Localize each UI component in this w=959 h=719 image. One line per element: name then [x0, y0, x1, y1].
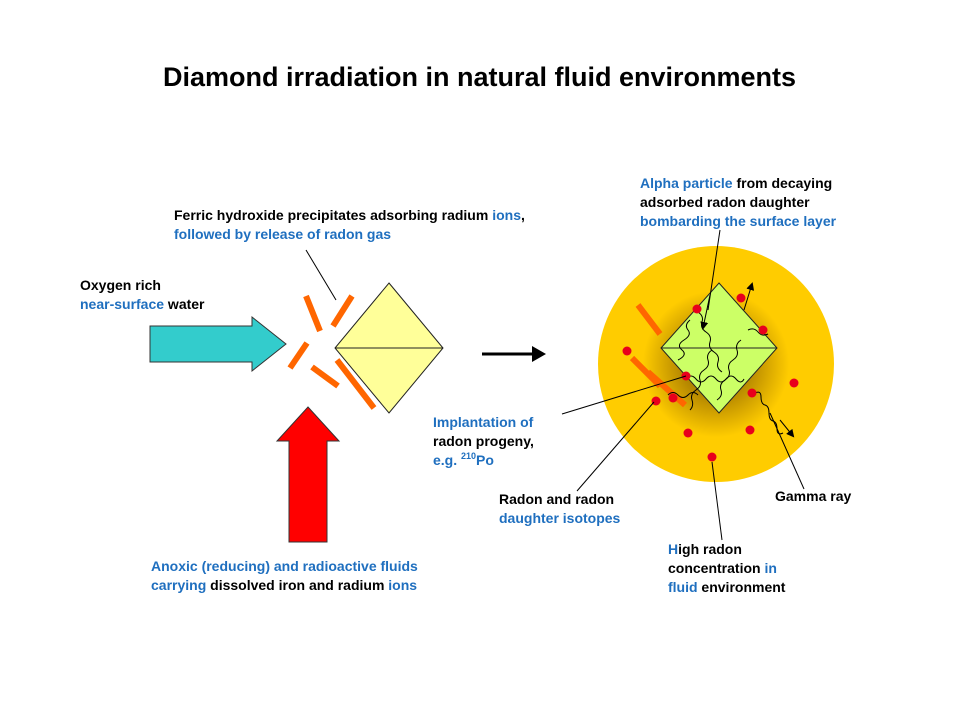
emission-arrows — [700, 282, 795, 438]
alpha-label: Alpha particle from decaying adsorbed ra… — [640, 175, 837, 229]
fluid-arrow — [275, 406, 341, 543]
pointer-lines — [561, 229, 805, 541]
radon-isotopes-label: Radon and radon daughter isotopes — [499, 491, 621, 526]
right-precipitates — [629, 303, 687, 408]
left-precipitates — [287, 294, 377, 410]
ferric-label: Ferric hydroxide precipitates adsorbing … — [174, 207, 525, 242]
right-diamond-crystal — [660, 282, 778, 414]
ferric-pointer-line — [305, 249, 337, 301]
left-diamond-crystal — [334, 282, 444, 414]
high-radon-label: High radon concentration in fluid enviro… — [668, 541, 786, 595]
implantation-label: Implantation of radon progeny, e.g. 210P… — [433, 414, 534, 468]
transition-arrow-head — [532, 346, 546, 362]
gamma-label: Gamma ray — [775, 488, 852, 504]
water-arrow — [149, 315, 287, 373]
radon-dots — [622, 293, 799, 462]
oxygen-label: Oxygen rich near-surface water — [80, 277, 205, 312]
page-title: Diamond irradiation in natural fluid env… — [162, 62, 797, 92]
anoxic-label: Anoxic (reducing) and radioactive fluids… — [151, 558, 418, 593]
